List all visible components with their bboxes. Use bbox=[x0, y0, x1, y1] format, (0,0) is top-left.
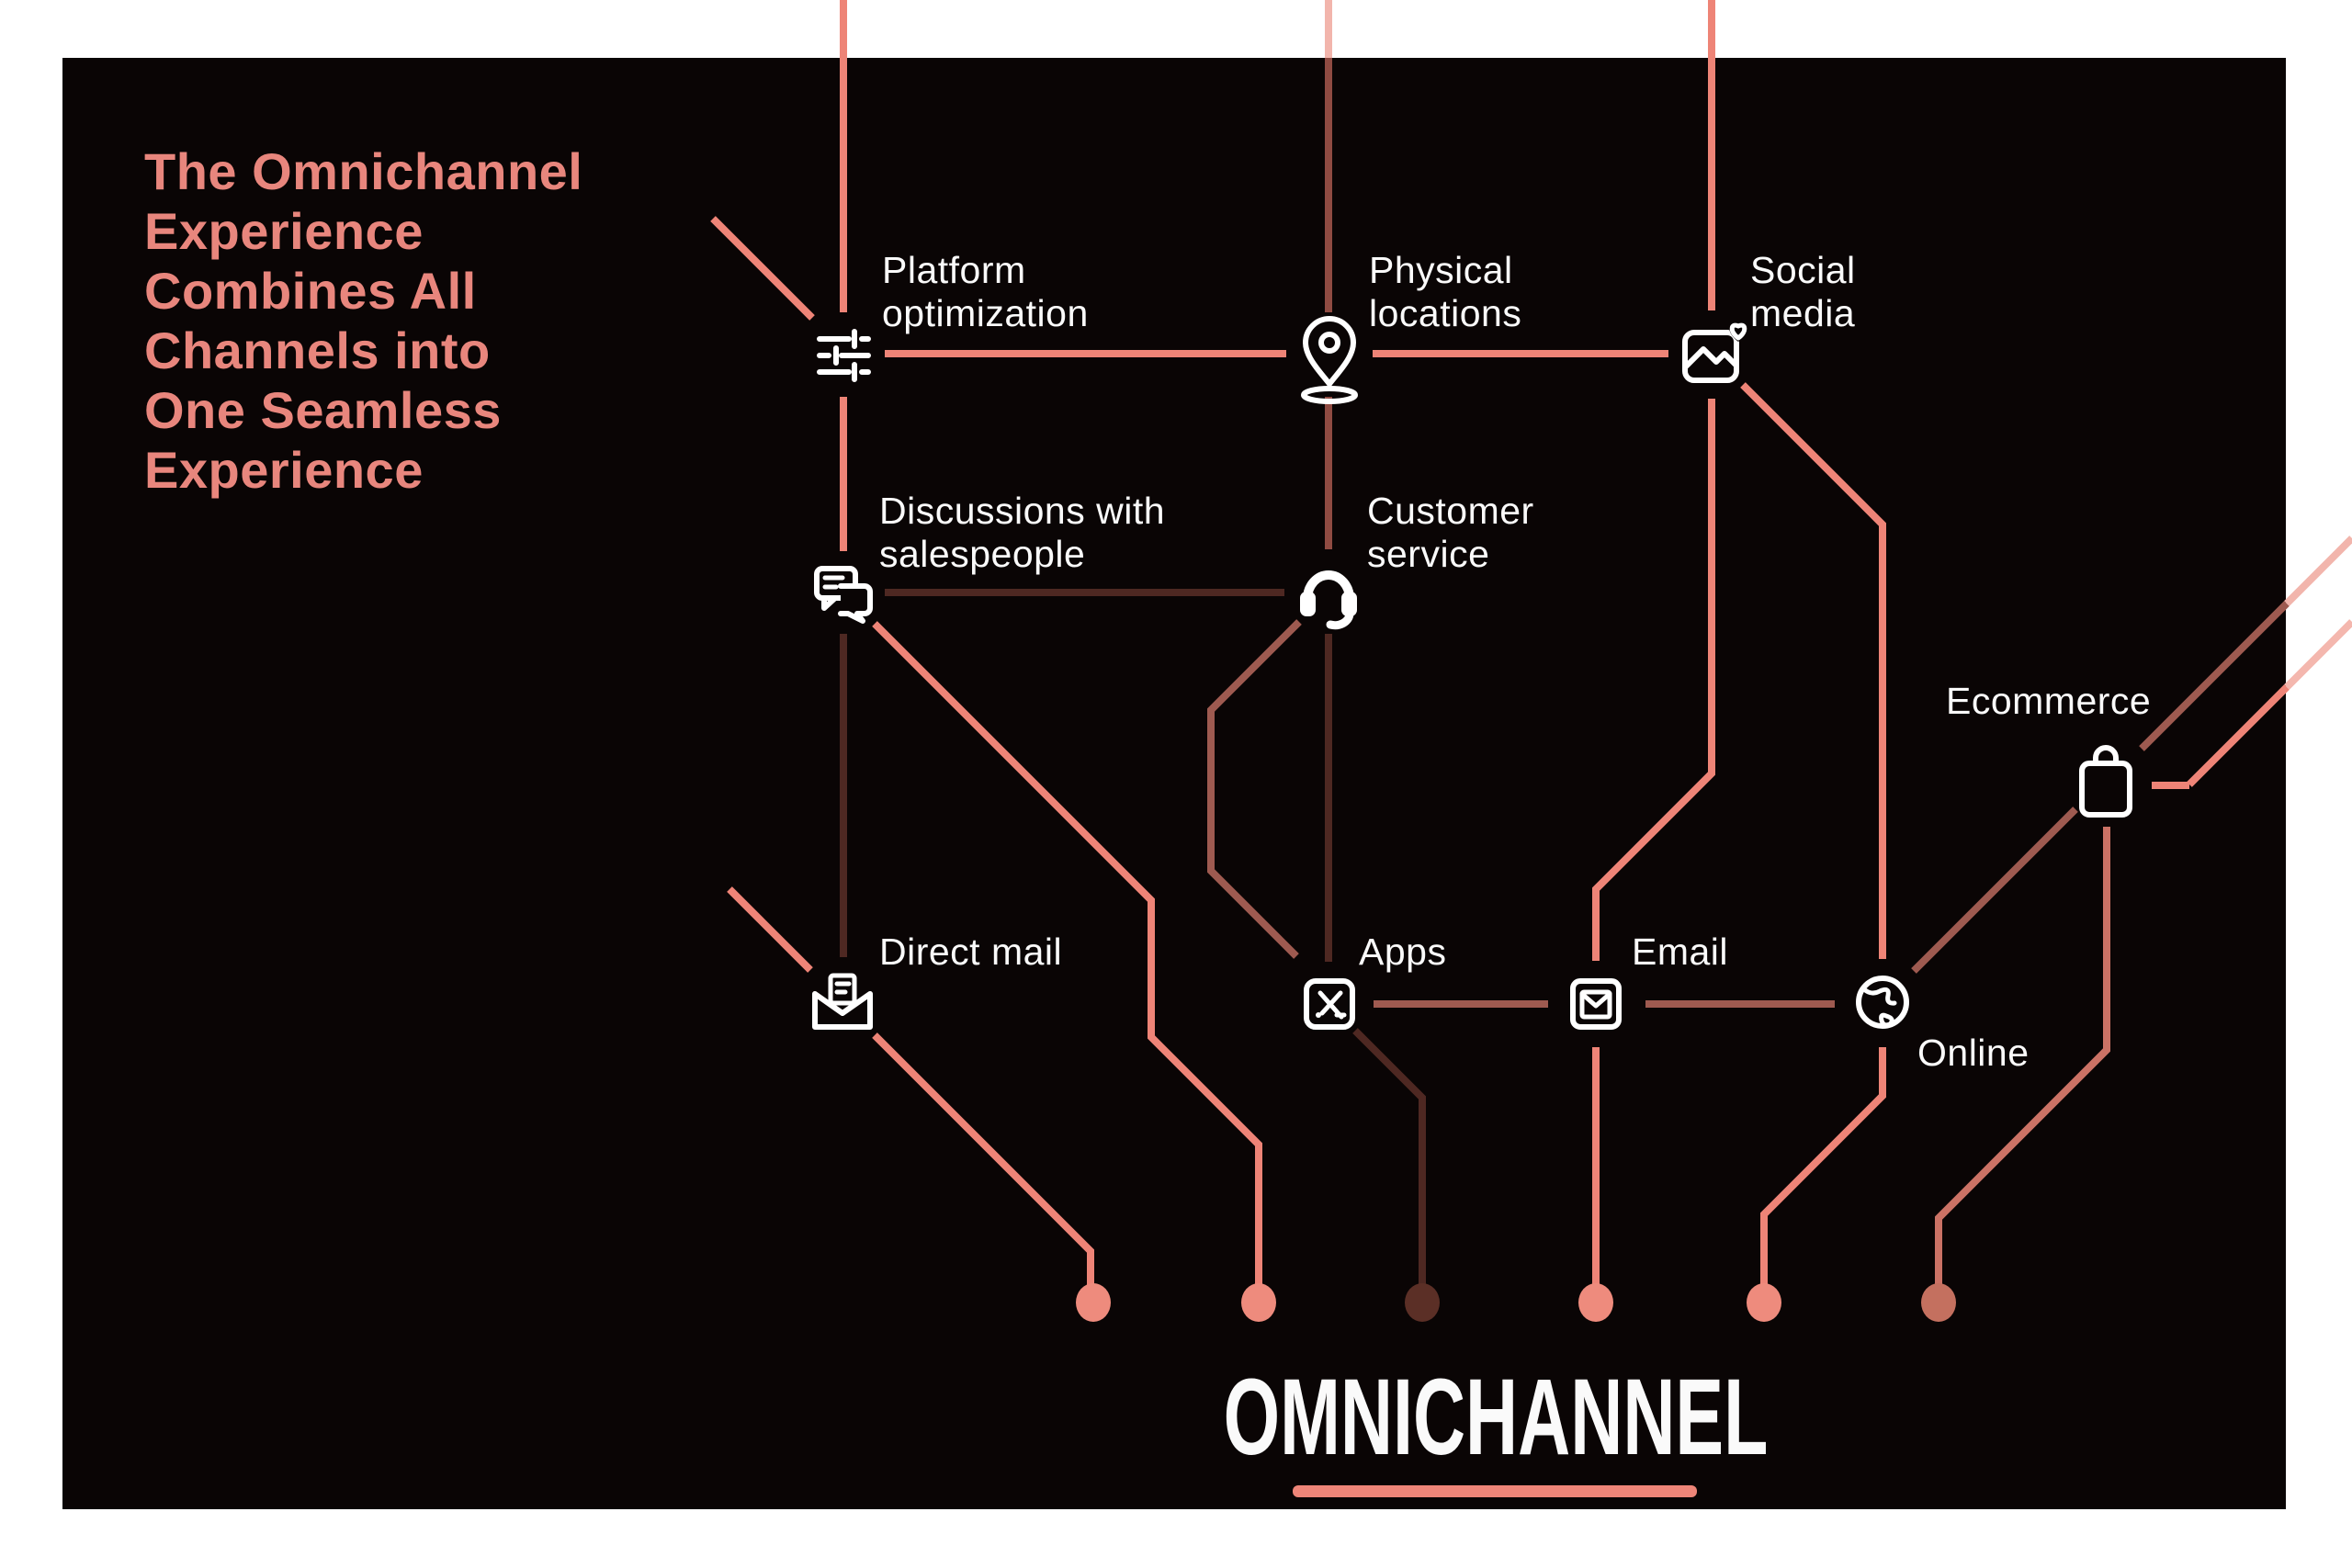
headset-icon bbox=[1300, 570, 1357, 630]
line-social-online bbox=[1740, 382, 1886, 959]
label-social-2: media bbox=[1750, 292, 1855, 334]
terminal-dot-apps bbox=[1405, 1283, 1440, 1322]
envelope-icon bbox=[1570, 978, 1622, 1030]
terminal-dot-email bbox=[1578, 1283, 1613, 1322]
map-pin-icon bbox=[1301, 316, 1358, 404]
line-customer-apps-jog bbox=[1207, 619, 1302, 959]
shopping-bag-icon bbox=[2079, 745, 2132, 818]
route-lines bbox=[710, 0, 2352, 1285]
line-ecommerce-terminal bbox=[1935, 827, 2110, 1285]
headline-line: One Seamless bbox=[144, 381, 502, 439]
label-email: Email bbox=[1632, 931, 1728, 973]
label-directmail: Direct mail bbox=[879, 931, 1062, 973]
terminal-dot-ecommerce bbox=[1921, 1283, 1956, 1322]
line-ecommerce-offmap bbox=[2139, 601, 2290, 751]
sliders-icon bbox=[817, 329, 871, 382]
line-ecommerce-feeder-outer bbox=[2284, 619, 2352, 690]
headline-line: Experience bbox=[144, 202, 424, 260]
line-online-ecommerce bbox=[1911, 807, 2078, 974]
line-online-terminal bbox=[1760, 1047, 1886, 1285]
label-physical-1: Physical bbox=[1369, 249, 1513, 291]
line-stub-directmail bbox=[727, 886, 813, 973]
label-discussions-2: salespeople bbox=[879, 533, 1085, 575]
mail-tray-icon bbox=[812, 973, 873, 1030]
wordmark-underline bbox=[1293, 1485, 1697, 1497]
terminal-dots bbox=[1076, 1283, 1956, 1322]
headline-line: The Omnichannel bbox=[144, 142, 582, 200]
station-labels: Platform optimization Physical locations… bbox=[879, 249, 2151, 1074]
label-platform-2: optimization bbox=[882, 292, 1089, 334]
label-customer-2: service bbox=[1367, 533, 1489, 575]
label-customer-1: Customer bbox=[1367, 490, 1534, 532]
terminal-dot-discussions bbox=[1241, 1283, 1276, 1322]
terminal-dot-directmail bbox=[1076, 1283, 1111, 1322]
globe-icon bbox=[1856, 976, 1909, 1029]
line-apps-terminal bbox=[1352, 1028, 1426, 1285]
headline: The Omnichannel Experience Combines All … bbox=[144, 142, 582, 499]
label-discussions-1: Discussions with bbox=[879, 490, 1165, 532]
station-icons bbox=[812, 316, 2132, 1030]
line-ecommerce-feeder bbox=[2152, 684, 2290, 789]
headline-line: Channels into bbox=[144, 321, 491, 379]
canvas-background bbox=[62, 58, 2286, 1509]
wordmark-group: OMNICHANNEL bbox=[1224, 1357, 1769, 1497]
label-ecommerce: Ecommerce bbox=[1946, 680, 2151, 722]
wordmark-text: OMNICHANNEL bbox=[1224, 1357, 1769, 1478]
label-online: Online bbox=[1917, 1032, 2030, 1074]
headline-line: Experience bbox=[144, 441, 424, 499]
line-directmail-terminal bbox=[872, 1032, 1094, 1285]
terminal-dot-online bbox=[1747, 1283, 1781, 1322]
chat-bubbles-icon bbox=[814, 566, 873, 624]
label-platform-1: Platform bbox=[882, 249, 1026, 291]
app-store-icon bbox=[1304, 978, 1355, 1030]
label-physical-2: locations bbox=[1369, 292, 1521, 334]
line-ecommerce-offmap-outer bbox=[2284, 536, 2352, 606]
line-social-email bbox=[1592, 399, 1715, 961]
line-discussions-terminal bbox=[872, 621, 1262, 1285]
photo-heart-icon bbox=[1682, 322, 1747, 383]
headline-line: Combines All bbox=[144, 262, 477, 320]
line-stub-platform bbox=[710, 216, 815, 321]
label-apps: Apps bbox=[1359, 931, 1446, 973]
label-social-1: Social bbox=[1750, 249, 1856, 291]
